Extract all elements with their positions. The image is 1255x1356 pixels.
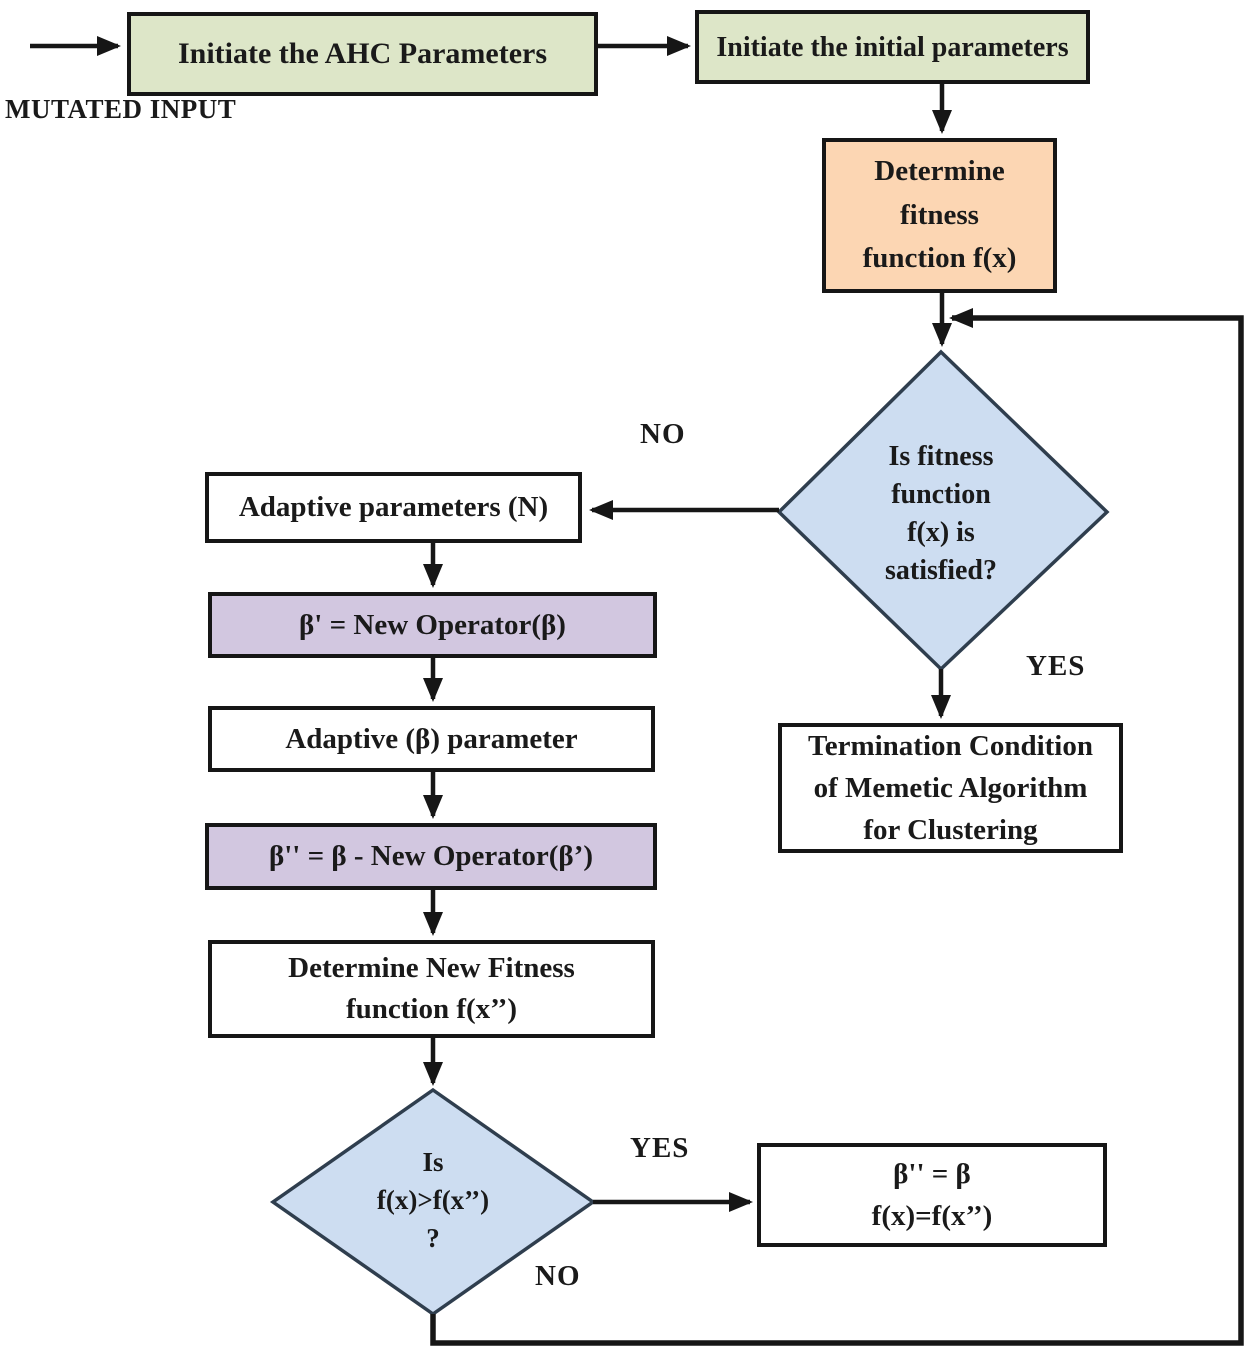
node-new-fitness: Determine New Fitness function f(x’’) <box>208 940 655 1038</box>
node-adaptive-n-label: Adaptive parameters (N) <box>238 491 549 524</box>
label-no-bottom: NO <box>535 1260 581 1292</box>
node-adaptive-beta-label: Adaptive (β) parameter <box>285 722 578 755</box>
node-new-fitness-label: Determine New Fitness function f(x’’) <box>288 952 575 1025</box>
node-beta-update: β'' = β - New Operator(β’) <box>205 823 657 890</box>
label-yes-top: YES <box>1026 650 1086 682</box>
node-result-label: β'' = β f(x)=f(x’’) <box>871 1157 993 1232</box>
decision-fitness-text: Is fitness function f(x) is satisfied? <box>885 441 997 586</box>
feedback-loop <box>430 308 1244 1346</box>
node-termination: Termination Condition of Memetic Algorit… <box>778 723 1123 853</box>
node-determine-fitness-label: Determine fitness function f(x) <box>862 155 1017 275</box>
label-yes-bottom: YES <box>630 1132 690 1164</box>
node-init-initial: Initiate the initial parameters <box>695 10 1090 84</box>
label-mutated-input: MUTATED INPUT <box>5 94 237 124</box>
node-beta-update-label: β'' = β - New Operator(β’) <box>268 840 594 873</box>
node-init-ahc-label: Initiate the AHC Parameters <box>177 37 548 71</box>
decision-compare-text: Is f(x)>f(x’’) ? <box>376 1147 490 1253</box>
node-result: β'' = β f(x)=f(x’’) <box>757 1143 1107 1247</box>
node-new-operator-label: β' = New Operator(β) <box>299 608 566 641</box>
node-init-initial-label: Initiate the initial parameters <box>716 31 1069 63</box>
node-new-operator: β' = New Operator(β) <box>208 592 657 658</box>
node-adaptive-beta: Adaptive (β) parameter <box>208 706 655 772</box>
node-determine-fitness: Determine fitness function f(x) <box>822 138 1057 293</box>
node-adaptive-n: Adaptive parameters (N) <box>205 472 582 543</box>
label-no-top: NO <box>640 418 686 450</box>
node-termination-label: Termination Condition of Memetic Algorit… <box>808 729 1093 847</box>
node-init-ahc: Initiate the AHC Parameters <box>127 12 598 96</box>
